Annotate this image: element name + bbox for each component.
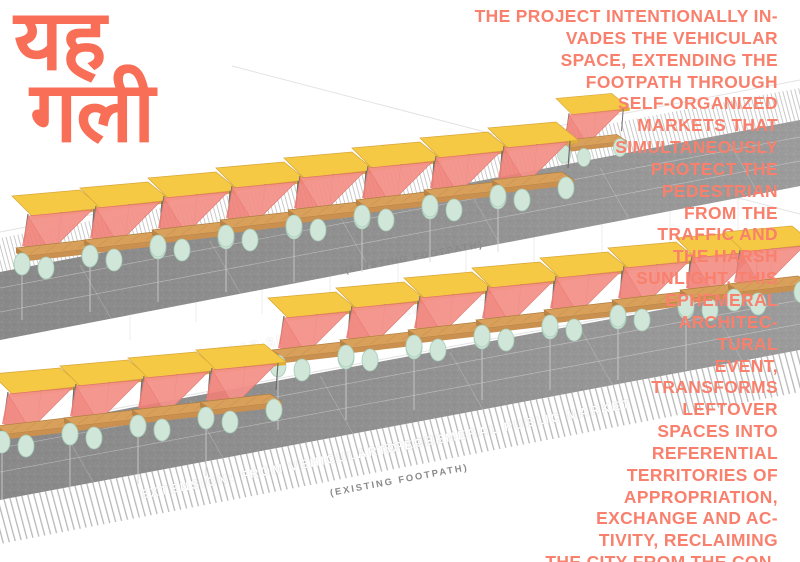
statement-line: THE HARSH bbox=[672, 246, 778, 267]
statement-line: TRANSFORMS bbox=[651, 377, 778, 398]
statement-line: SPACE, EXTENDING THE bbox=[560, 49, 778, 70]
statement-line: TIVITY, RECLAIMING bbox=[598, 530, 778, 551]
statement-line: THE CITY FROM THE CON- bbox=[462, 552, 778, 562]
statement-line: TRAFFIC AND bbox=[657, 224, 778, 245]
statement-line: SUNLIGHT. THIS bbox=[636, 268, 778, 289]
statement-line: TURAL bbox=[717, 333, 778, 354]
statement-line: ARCHITEC- bbox=[678, 311, 778, 332]
statement-line: PROTECT THE bbox=[650, 158, 778, 179]
statement-line: LEFTOVER bbox=[682, 399, 778, 420]
band-label-upper-road: EXTENSION: FROM VEHICULAR SPACE bbox=[20, 326, 319, 396]
statement-line: EPHEMERAL bbox=[665, 289, 778, 310]
statement-line: SPACES INTO bbox=[657, 421, 778, 442]
statement-line: SELF-ORGANIZED bbox=[617, 93, 778, 114]
statement-line: MARKETS THAT bbox=[637, 115, 778, 136]
statement-line: SIMULTANEOUSLY bbox=[615, 137, 778, 158]
statement-line: VADES THE VEHICULAR bbox=[565, 27, 778, 48]
statement-line: EXCHANGE AND AC- bbox=[596, 508, 778, 529]
title-line-1: यह bbox=[14, 0, 106, 87]
statement-line: FOOTPATH THROUGH bbox=[585, 71, 778, 92]
statement-line: THE PROJECT INTENTIONALLY IN- bbox=[474, 6, 778, 26]
statement-line: REFERENTIAL bbox=[651, 442, 778, 463]
title-line-2: गली bbox=[30, 65, 155, 160]
statement-line: PEDESTRIAN bbox=[661, 180, 778, 201]
statement-line: TERRITORIES OF bbox=[626, 464, 778, 485]
statement-line: FROM THE bbox=[683, 202, 778, 223]
band-label-lower-footpath: (EXISTING FOOTPATH) bbox=[328, 461, 470, 498]
project-statement: THE PROJECT INTENTIONALLY IN- VADES THE … bbox=[462, 6, 778, 562]
statement-line: APPROPRIATION, bbox=[623, 486, 778, 507]
page-title: यह गली bbox=[14, 0, 155, 160]
statement-line: EVENT, bbox=[714, 355, 778, 376]
